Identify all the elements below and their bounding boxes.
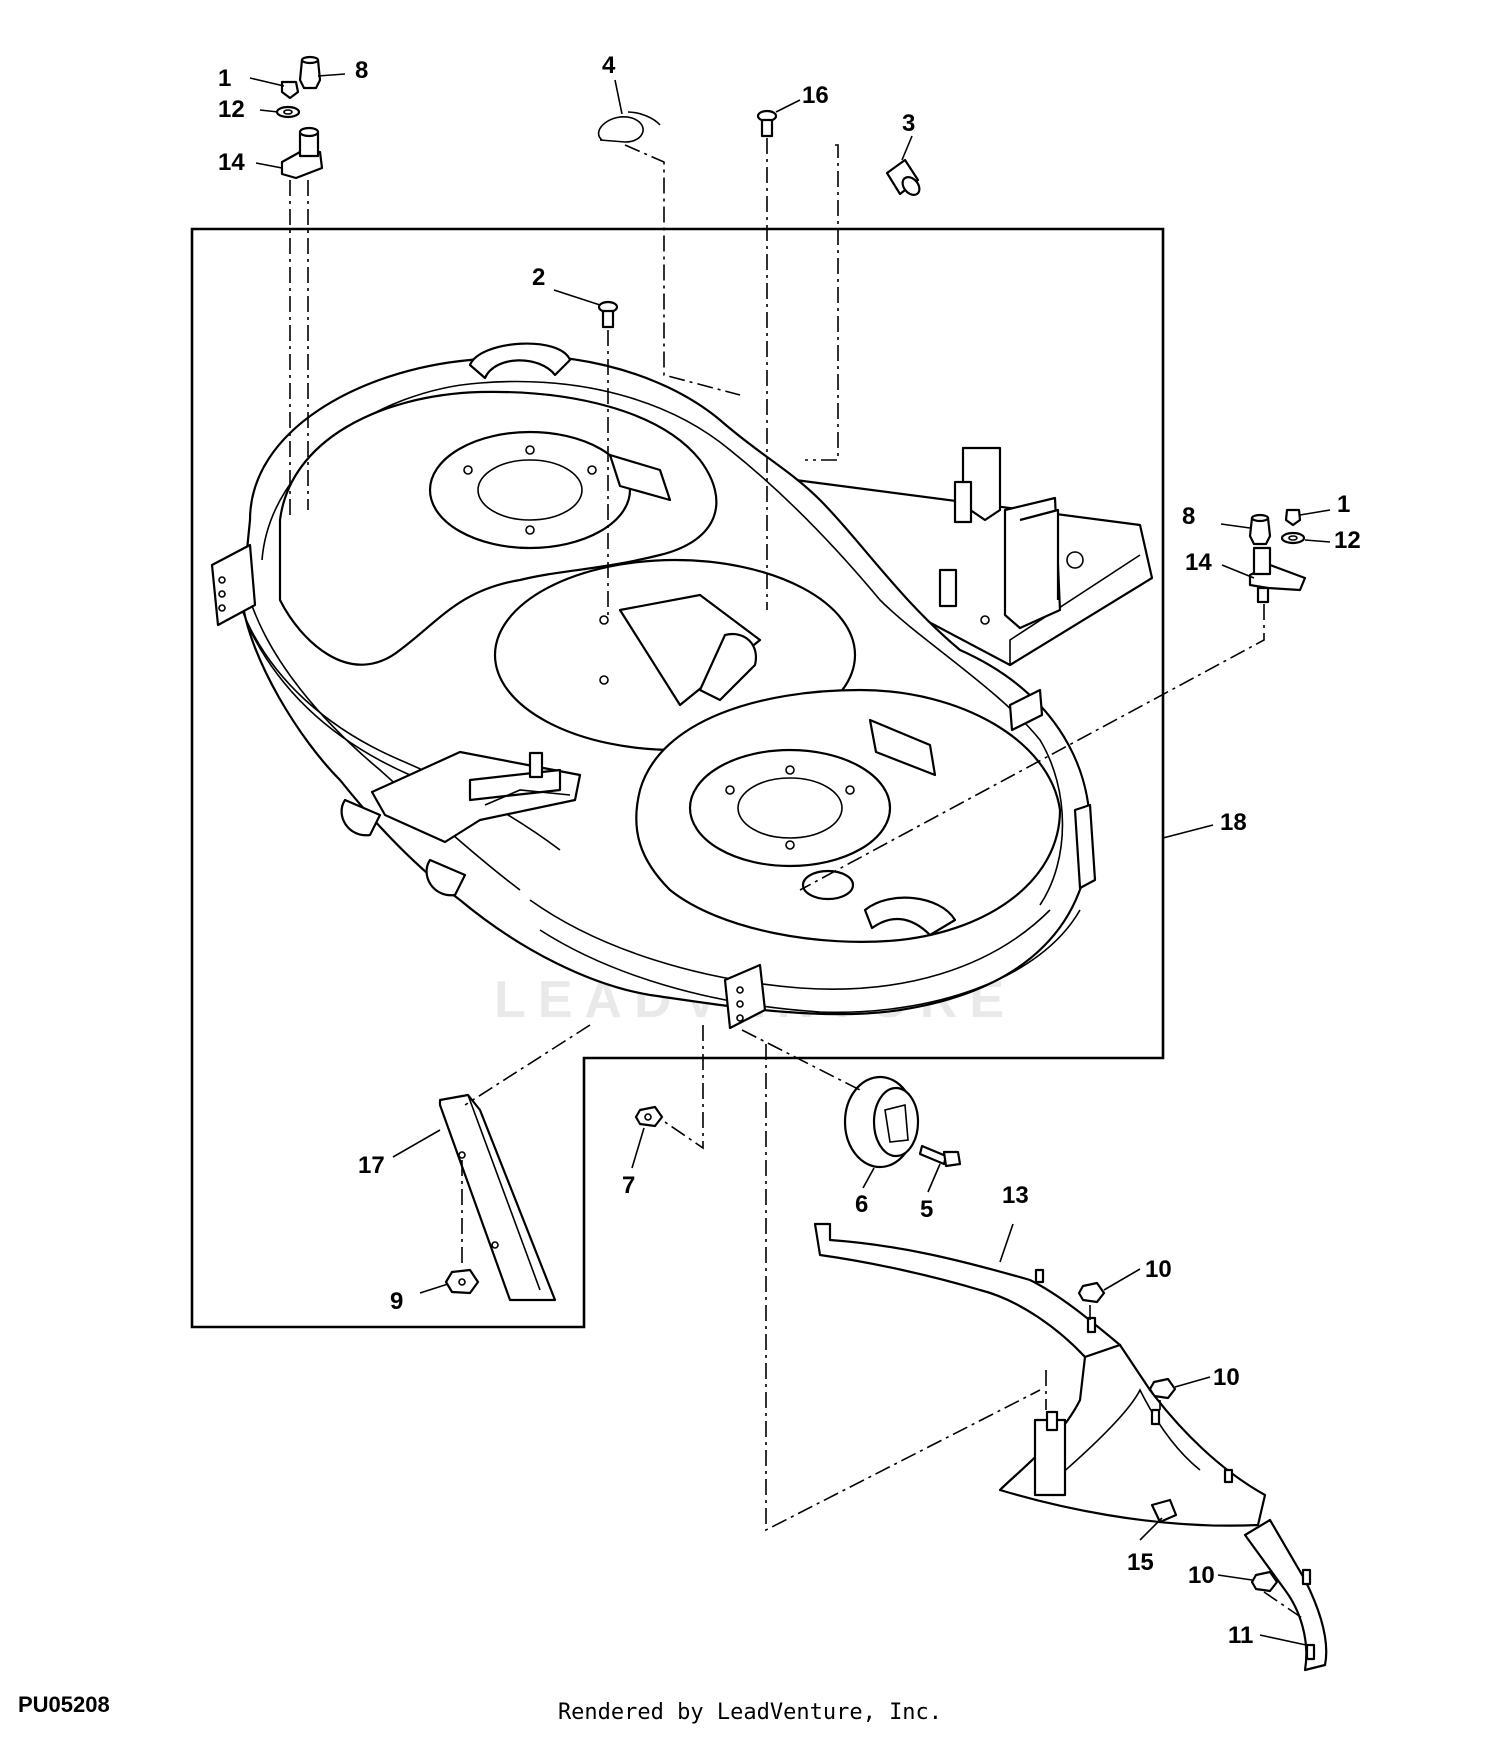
callout-18: 18 (1220, 809, 1247, 836)
callout-1-right: 1 (1337, 491, 1350, 518)
assembly-lines (289, 138, 1306, 1621)
part-12-washer-right (1280, 531, 1306, 545)
callout-10-a: 10 (1145, 1256, 1172, 1283)
chute-deflector-plate (998, 1343, 1267, 1527)
callout-7: 7 (622, 1172, 635, 1199)
callout-1-top-left: 1 (218, 65, 231, 92)
part-10-nut-a (1077, 1281, 1106, 1304)
callout-16: 16 (802, 82, 829, 109)
part-15-clip (1150, 1498, 1178, 1524)
part-13-deflector (813, 1222, 1122, 1359)
callout-14-right: 14 (1185, 549, 1212, 576)
callout-2: 2 (532, 264, 545, 291)
part-11-brace (1243, 1518, 1328, 1672)
part-6-gauge-wheel (843, 1075, 920, 1169)
callout-14-top-left: 14 (218, 149, 245, 176)
part-17-baffle (438, 1093, 557, 1302)
diagram-code: PU05208 (18, 1692, 110, 1717)
part-14-pivot-bracket-right (1248, 546, 1307, 604)
part-14-pivot-bracket-left (280, 126, 324, 180)
part-3-pin (885, 158, 921, 196)
callout-13: 13 (1002, 1182, 1029, 1209)
part-7-nut (634, 1105, 664, 1128)
mower-deck (210, 342, 1154, 1030)
part-1-nut-right (1284, 508, 1302, 527)
callout-17: 17 (358, 1152, 385, 1179)
callout-4: 4 (602, 52, 616, 79)
callout-3: 3 (902, 110, 915, 137)
callout-6: 6 (855, 1191, 868, 1218)
part-10-nut-c (1250, 1570, 1279, 1593)
part-5-shoulder-bolt (918, 1144, 962, 1168)
callout-12-right: 12 (1334, 527, 1361, 554)
part-2-carriage-bolt (597, 300, 619, 329)
callout-8-top-left: 8 (355, 57, 368, 84)
callout-8-right: 8 (1182, 503, 1195, 530)
callout-5: 5 (920, 1196, 933, 1223)
part-1-nut-left (280, 80, 300, 100)
part-8-bushing-right (1248, 513, 1272, 546)
callouts: 1 8 12 14 4 16 3 2 8 1 12 14 18 17 7 6 5… (218, 52, 1361, 1649)
part-4-hairpin (597, 111, 661, 143)
render-credit: Rendered by LeadVenture, Inc. (557, 1700, 943, 1725)
part-9-nut (444, 1268, 480, 1295)
callout-10-c: 10 (1188, 1562, 1215, 1589)
callout-15: 15 (1127, 1549, 1154, 1576)
assembly-frame (190, 227, 1165, 1329)
callout-12-top-left: 12 (218, 96, 245, 123)
part-16-carriage-bolt (756, 109, 778, 138)
leader-lines (249, 73, 1331, 1646)
callout-10-b: 10 (1213, 1364, 1240, 1391)
part-12-washer-left (275, 105, 301, 119)
part-8-bushing-left (298, 55, 322, 90)
callout-9: 9 (390, 1288, 403, 1315)
callout-11: 11 (1228, 1622, 1253, 1649)
